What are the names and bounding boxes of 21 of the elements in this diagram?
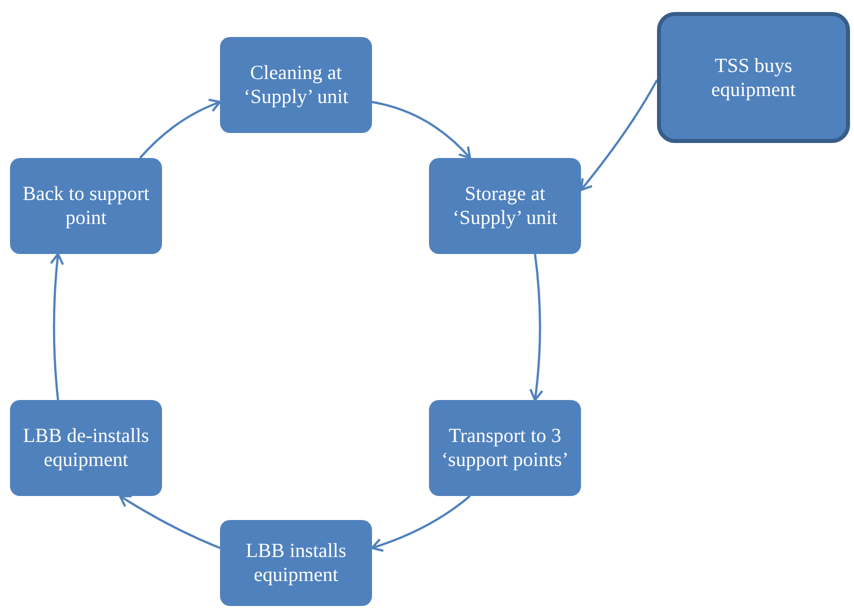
process-box xyxy=(220,520,372,606)
curved-arrow xyxy=(139,98,222,159)
curved-arrow xyxy=(370,495,471,552)
process-box xyxy=(10,400,162,496)
curved-arrow xyxy=(372,100,472,160)
box-label: Cleaning at ‘Supply’ unit xyxy=(242,61,350,109)
curved-arrow xyxy=(50,252,64,400)
box-label: Storage at ‘Supply’ unit xyxy=(452,182,558,230)
curved-arrow xyxy=(580,79,658,192)
box-label: LBB installs equipment xyxy=(244,539,348,587)
box-label: Back to support point xyxy=(22,182,150,230)
process-box xyxy=(10,158,162,254)
process-box xyxy=(220,37,372,133)
box-label: TSS buys equipment xyxy=(710,54,797,102)
curved-arrow xyxy=(118,494,220,550)
curved-arrow xyxy=(529,254,544,402)
process-box xyxy=(429,158,581,254)
box-label: Transport to 3 ‘support points’ xyxy=(440,424,570,472)
process-box xyxy=(657,12,850,143)
process-box xyxy=(429,400,581,496)
box-label: LBB de-installs equipment xyxy=(22,424,150,472)
